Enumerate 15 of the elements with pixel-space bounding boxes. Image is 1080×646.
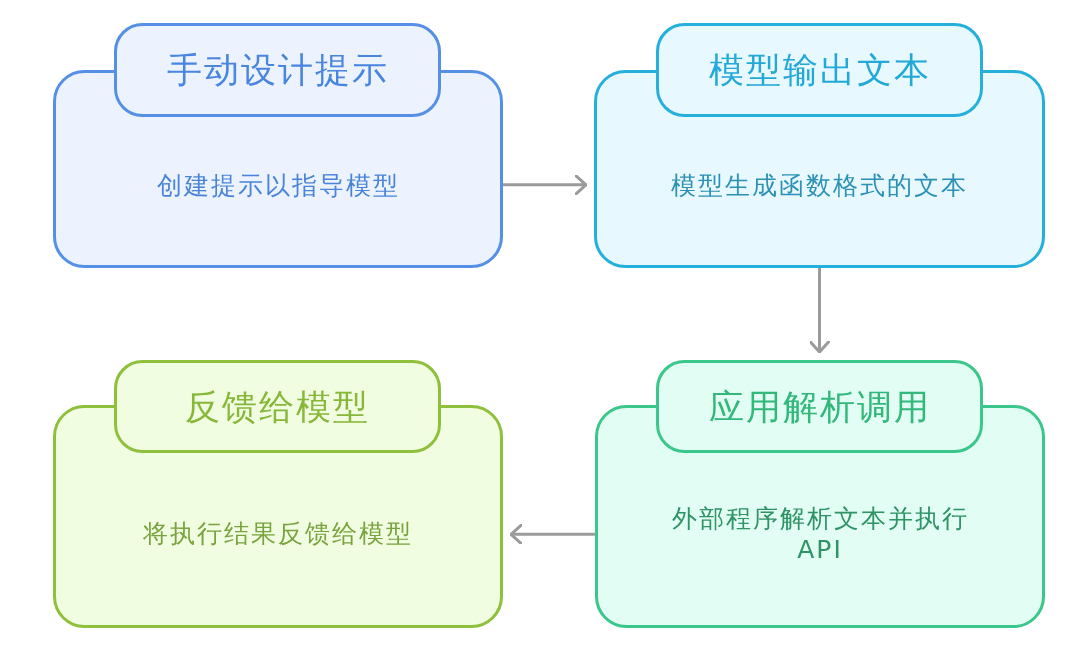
process-card xyxy=(53,360,503,628)
card-title: 应用解析调用 xyxy=(708,385,931,428)
process-card xyxy=(595,360,1045,628)
card-title: 模型输出文本 xyxy=(708,49,931,91)
card-title: 反馈给模型 xyxy=(185,385,370,428)
arrow xyxy=(809,268,830,354)
arrow xyxy=(509,523,595,545)
process-card xyxy=(53,23,503,268)
arrow xyxy=(503,174,588,196)
card-description: 模型生成函数格式的文本 xyxy=(671,170,968,201)
card-description: 将执行结果反馈给模型 xyxy=(143,518,413,549)
process-card xyxy=(594,23,1045,268)
card-description: 创建提示以指导模型 xyxy=(156,170,400,201)
card-description: 外部程序解析文本并执行 API xyxy=(670,502,970,565)
card-title: 手动设计提示 xyxy=(166,49,389,91)
